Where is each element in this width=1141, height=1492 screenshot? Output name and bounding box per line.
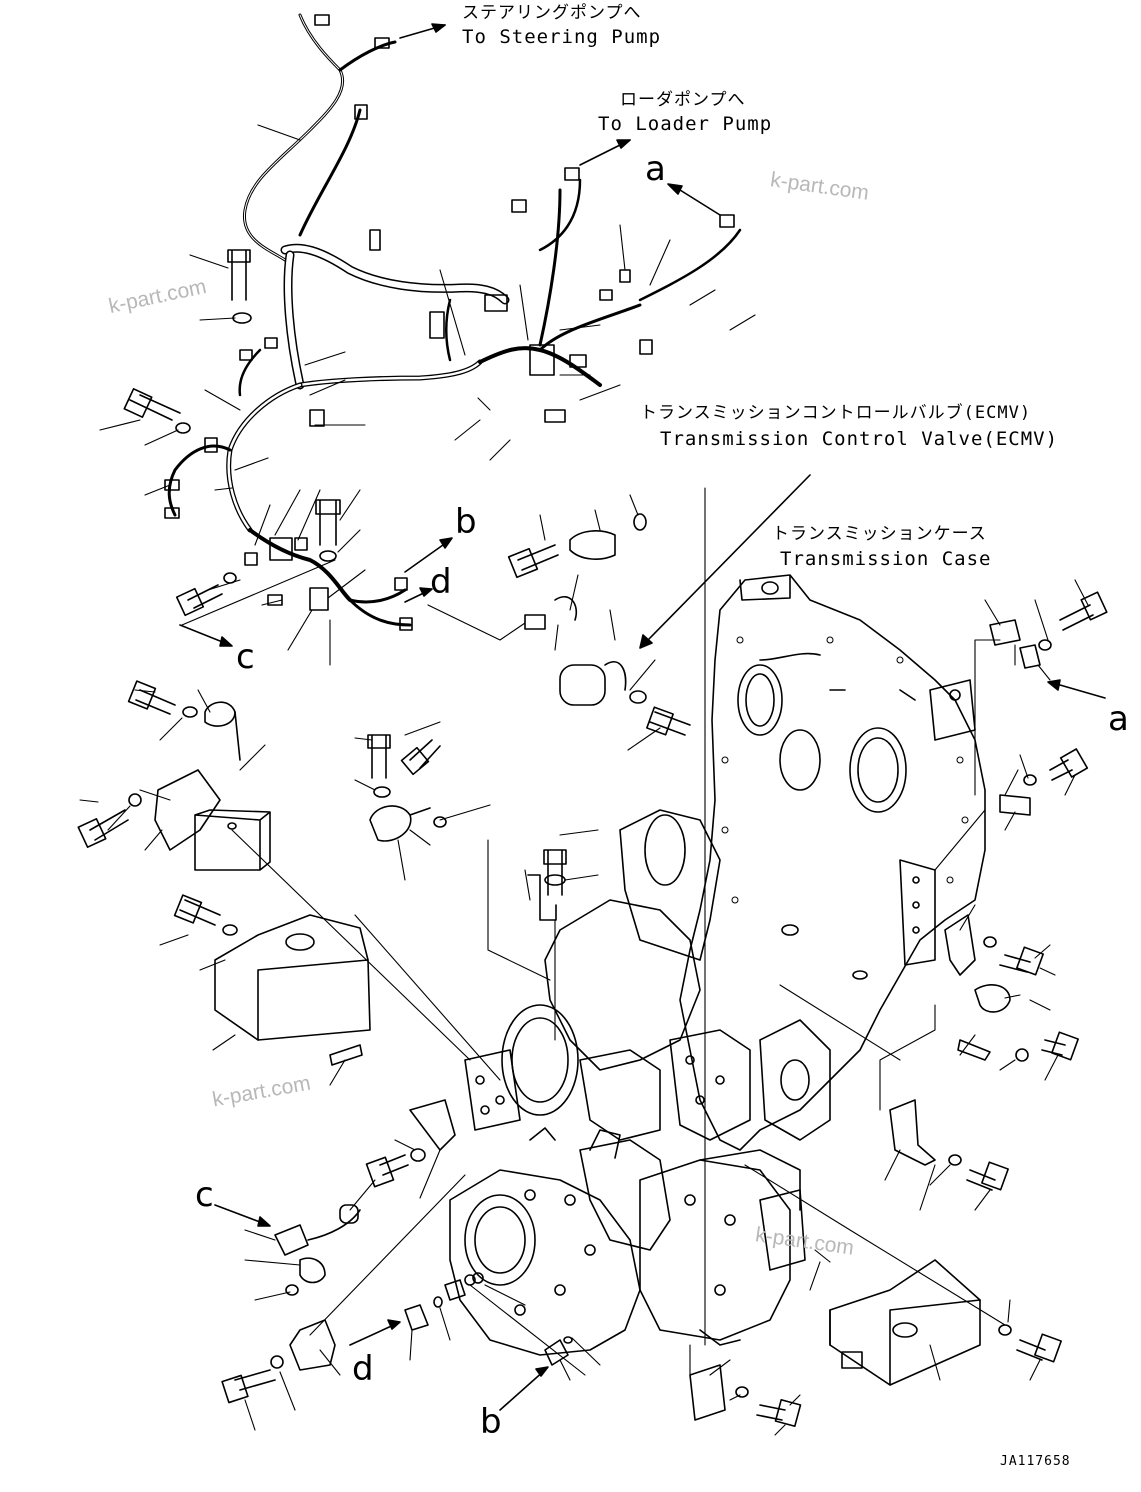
steering-pump-label-en: To Steering Pump [462,26,662,48]
view-letter-a-top: a [645,149,666,189]
view-letter-d-top: d [430,562,452,602]
view-letter-a-right: a [1108,699,1129,739]
hardware-parts [77,249,1108,1428]
view-letter-d-bottom: d [352,1349,374,1389]
loader-pump-label-jp: ローダポンプへ [620,90,746,110]
view-letter-c-left: c [195,1175,214,1215]
transmission-case-label-en: Transmission Case [780,548,992,570]
transmission-case [449,574,986,1356]
steering-pump-label-jp: ステアリングポンプへ [462,3,642,23]
ecmv-label-en: Transmission Control Valve(ECMV) [660,428,1059,450]
view-letter-b-bottom: b [480,1402,502,1442]
transmission-case-label-jp: トランスミッションケース [772,524,987,544]
loader-pump-label-en: To Loader Pump [598,113,773,135]
view-letter-c-top: c [236,637,255,677]
drawing-code: JA117658 [1000,1454,1071,1469]
view-letter-b-top: b [455,502,477,542]
callout-arrows [179,23,1106,1411]
ecmv-label-jp: トランスミッションコントロールバルブ(ECMV) [640,403,1032,423]
leader-lines [79,124,1089,1436]
wiring-harness [164,13,742,631]
